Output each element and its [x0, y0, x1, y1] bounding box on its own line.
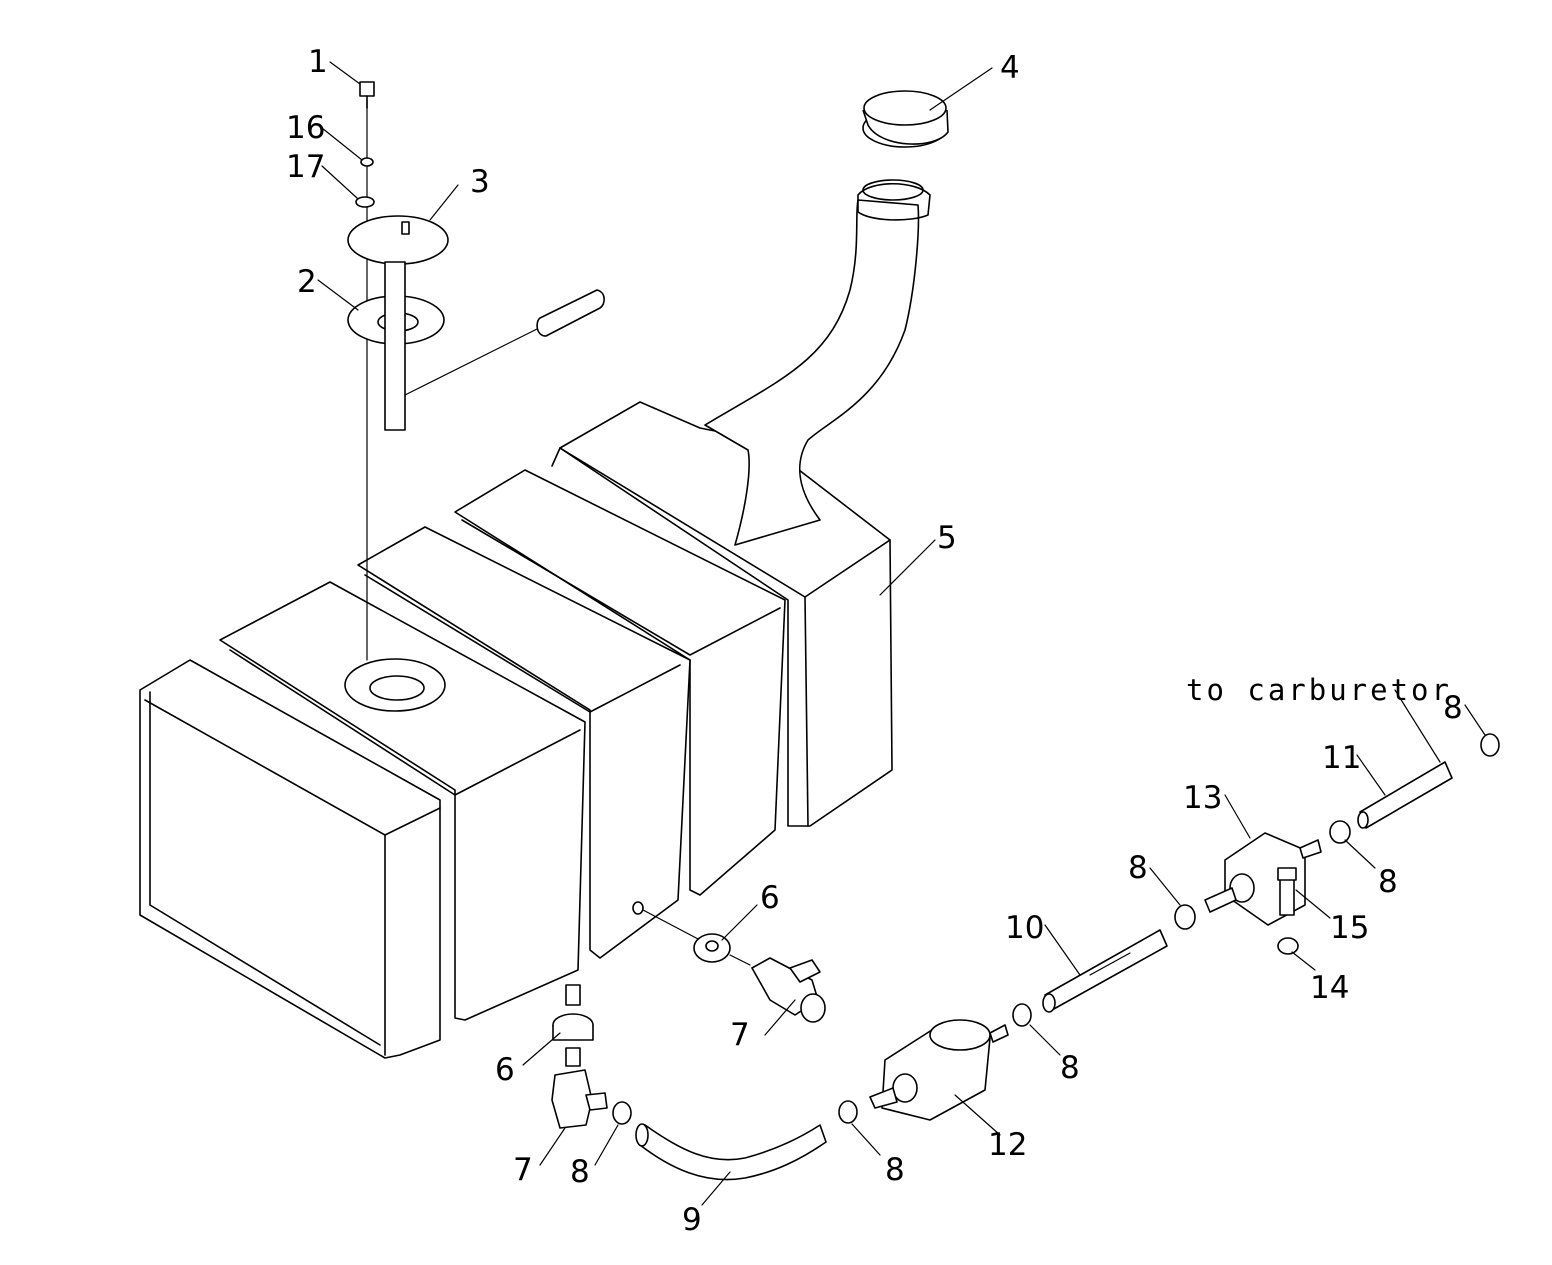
fuel-tank [139, 90, 949, 1059]
callout-2: 2 [297, 264, 317, 300]
callout-3: 3 [470, 164, 490, 200]
callout-8-a: 8 [570, 1154, 590, 1190]
filler-cap [862, 90, 949, 148]
callout-8-e: 8 [1378, 864, 1398, 900]
callout-16: 16 [286, 110, 325, 146]
callout-13: 13 [1183, 780, 1222, 816]
hose-clamp-8c [1012, 1003, 1032, 1027]
callout-17: 17 [286, 149, 325, 185]
callout-15: 15 [1330, 910, 1369, 946]
leader-lines [317, 61, 1486, 1206]
callout-1: 1 [308, 44, 328, 80]
annotation-to-carburetor: to carburetor [1186, 673, 1452, 707]
hose-clamp-8e [1329, 820, 1351, 844]
callout-11: 11 [1322, 740, 1361, 776]
hose-clamp-8f [1480, 733, 1500, 757]
fuel-pump [1204, 832, 1322, 955]
callout-8-f: 8 [1443, 690, 1463, 726]
fuel-hose-10 [1042, 929, 1168, 1013]
callout-12: 12 [988, 1127, 1027, 1163]
callout-9: 9 [682, 1202, 702, 1238]
fuel-hose-9 [635, 1123, 827, 1181]
hose-clamp-8b [838, 1100, 858, 1124]
bushing-and-tee-upper [693, 933, 826, 1023]
callout-6-lower: 6 [495, 1052, 515, 1088]
bushing-and-tee-lower [551, 984, 608, 1129]
callout-8-b: 8 [885, 1152, 905, 1188]
hose-clamp-8a [612, 1101, 632, 1125]
callout-4: 4 [1000, 50, 1020, 86]
callout-8-c: 8 [1060, 1050, 1080, 1086]
callout-8-d: 8 [1128, 850, 1148, 886]
callout-7-lower: 7 [513, 1152, 533, 1188]
callout-10: 10 [1005, 910, 1044, 946]
callout-7-upper: 7 [730, 1017, 750, 1053]
callout-labels: 1 16 17 3 2 4 5 6 7 6 7 8 9 8 12 8 10 8 … [286, 44, 1463, 1238]
callout-14: 14 [1310, 970, 1349, 1006]
fuel-hose-11 [1357, 761, 1453, 829]
callout-5: 5 [937, 520, 957, 556]
fuel-filter [869, 1019, 1009, 1121]
callout-6-upper: 6 [760, 880, 780, 916]
fuel-sender-assembly [347, 81, 605, 661]
hose-clamp-8d [1174, 904, 1196, 930]
